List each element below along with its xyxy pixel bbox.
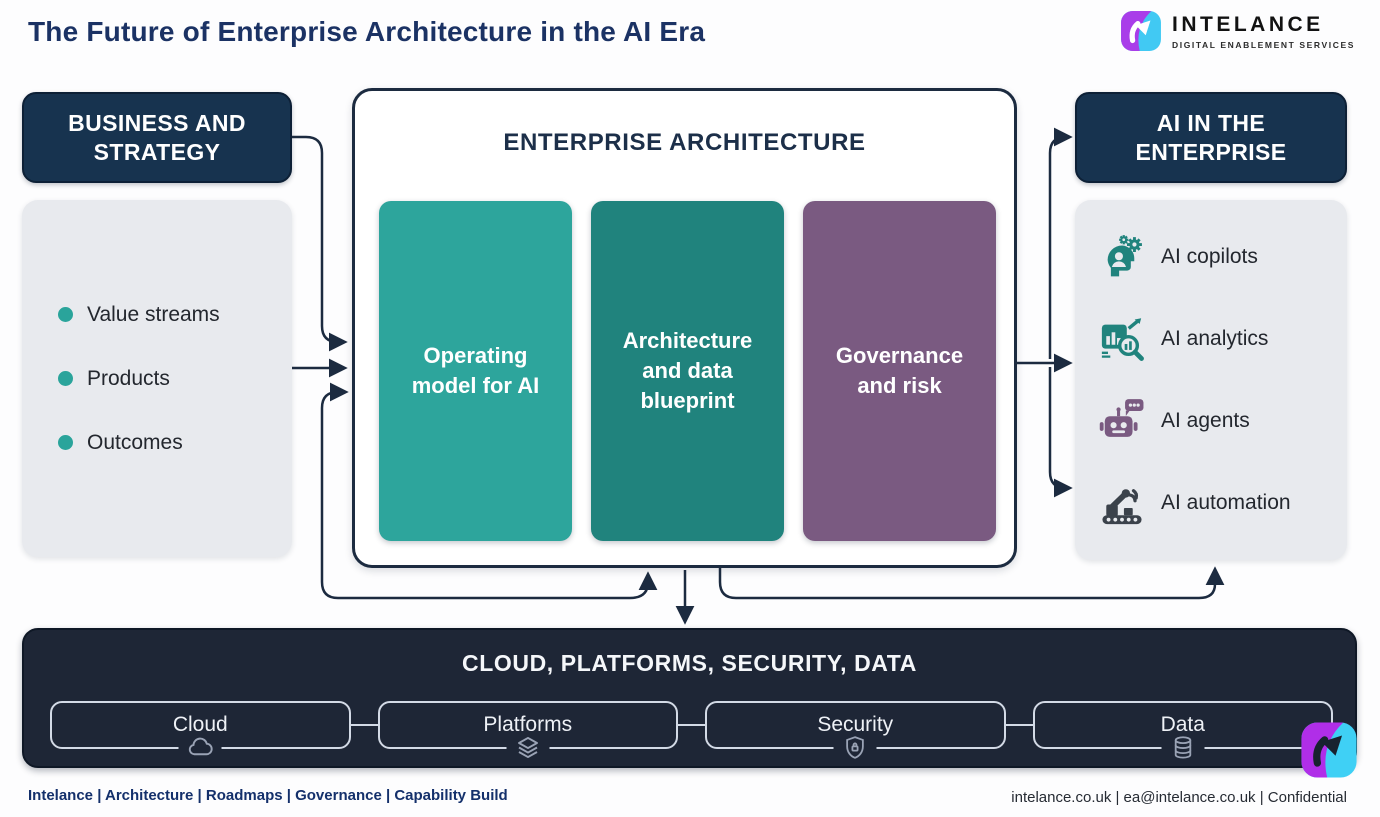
foundation-bar: CLOUD, PLATFORMS, SECURITY, DATA Cloud P…: [22, 628, 1357, 768]
arrow-ea-to-ai-header: [1048, 127, 1073, 359]
footer-services: Intelance | Architecture | Roadmaps | Go…: [28, 787, 508, 804]
foundation-title: CLOUD, PLATFORMS, SECURITY, DATA: [462, 650, 917, 676]
robotic-arm-icon: [1099, 480, 1145, 526]
foundation-box-security: Security: [705, 701, 1006, 761]
bullet-dot-icon: [58, 307, 73, 322]
robot-chat-icon: [1099, 398, 1145, 444]
foundation-box-cloud: Cloud: [50, 701, 351, 761]
layers-icon: [506, 734, 550, 761]
list-item: Products: [58, 367, 292, 391]
bullet-dot-icon: [58, 371, 73, 386]
chart-magnifier-icon: [1099, 316, 1145, 362]
business-strategy-panel: Value streams Products Outcomes: [22, 200, 292, 557]
list-item: Value streams: [58, 303, 292, 327]
business-strategy-header: BUSINESS AND STRATEGY: [22, 92, 292, 183]
brand-tagline: DIGITAL ENABLEMENT SERVICES: [1172, 39, 1355, 50]
footer-contact: intelance.co.uk | ea@intelance.co.uk | C…: [1011, 789, 1347, 806]
bullet-dot-icon: [58, 435, 73, 450]
arrow-loop-right: [718, 566, 1225, 600]
list-item: AI analytics: [1099, 316, 1337, 362]
enterprise-architecture-title: ENTERPRISE ARCHITECTURE: [503, 129, 866, 156]
cloud-icon: [178, 734, 222, 761]
page-title: The Future of Enterprise Architecture in…: [28, 16, 706, 47]
list-item: AI agents: [1099, 398, 1337, 444]
connector-line: [1005, 724, 1033, 726]
head-gears-icon: [1099, 234, 1145, 280]
shield-lock-icon: [833, 734, 877, 761]
connector-line: [350, 724, 378, 726]
ai-enterprise-panel: AI copilots AI analytics: [1075, 200, 1347, 560]
pillar-operating-model: Operating model for AI: [379, 201, 572, 541]
connector-line: [678, 724, 705, 726]
intelance-corner-logo-icon: [1300, 721, 1358, 779]
database-icon: [1161, 734, 1205, 761]
arrow-ea-to-ai-panel-low: [1048, 367, 1073, 498]
arrow-bs-to-ea: [292, 135, 348, 352]
brand-name: INTELANCE: [1172, 12, 1324, 36]
list-item: AI automation: [1099, 480, 1337, 526]
enterprise-architecture-box: ENTERPRISE ARCHITECTURE Operating model …: [352, 88, 1017, 568]
foundation-box-platforms: Platforms: [377, 701, 678, 761]
pillar-architecture-data-blueprint: Architecture and data blueprint: [591, 201, 784, 541]
list-item: Outcomes: [58, 431, 292, 455]
pillar-governance-risk: Governance and risk: [803, 201, 996, 541]
intelance-logo-icon: [1120, 10, 1162, 52]
brand-lockup: INTELANCE DIGITAL ENABLEMENT SERVICES: [1120, 10, 1355, 52]
ai-enterprise-header: AI IN THE ENTERPRISE: [1075, 92, 1347, 183]
foundation-box-data: Data: [1032, 701, 1333, 761]
list-item: AI copilots: [1099, 234, 1337, 280]
